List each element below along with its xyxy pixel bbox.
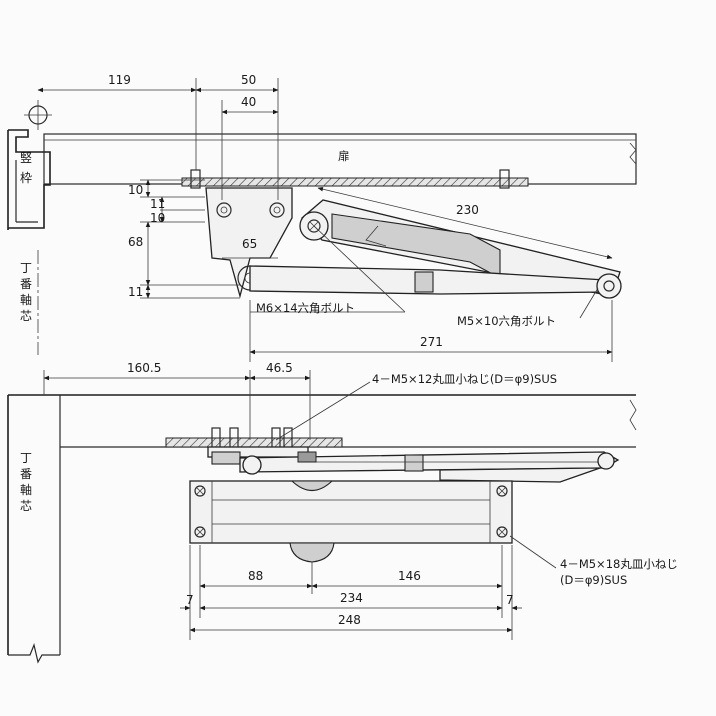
label-screw-bottom-1: 4－M5×18丸皿小ねじ xyxy=(560,557,678,571)
dim-65: 65 xyxy=(242,237,257,251)
label-hinge-axis-bottom-4: 芯 xyxy=(20,499,32,513)
label-hinge-axis-bottom-2: 番 xyxy=(20,467,32,481)
dim-146: 146 xyxy=(398,569,421,583)
label-screw-top: 4－M5×12丸皿小ねじ(D＝φ9)SUS xyxy=(372,372,557,386)
m5-leader xyxy=(579,287,599,319)
dim-11a: 11 xyxy=(150,197,165,211)
label-hinge-axis-top-1: 丁 xyxy=(20,261,32,275)
screw-top-leader xyxy=(275,381,371,441)
label-door: 扉 xyxy=(338,149,350,163)
dim-160-5: 160.5 xyxy=(127,361,161,375)
dim-7a: 7 xyxy=(186,593,194,607)
pinion-cap-bottom xyxy=(289,542,335,563)
mounting-plate xyxy=(181,177,529,187)
bottom-view xyxy=(7,381,637,664)
dim-10: 10 xyxy=(128,183,143,197)
dim-230: 230 xyxy=(456,203,479,217)
dim-248: 248 xyxy=(338,613,361,627)
dim-10b: 10 xyxy=(150,211,165,225)
label-m5-bolt: M5×10六角ボルト xyxy=(457,314,556,328)
dim-119: 119 xyxy=(108,73,131,87)
dim-7b: 7 xyxy=(506,593,514,607)
frame-inner xyxy=(15,160,38,223)
screw-bottom-leader xyxy=(509,535,557,569)
dim-11b: 11 xyxy=(128,285,143,299)
label-hinge-axis-top-3: 軸 xyxy=(20,293,32,307)
label-frame-bottom: 枠 xyxy=(20,171,32,185)
dim-88: 88 xyxy=(248,569,263,583)
pinion-cap-top xyxy=(290,480,334,492)
label-hinge-axis-bottom-1: 丁 xyxy=(20,451,32,465)
dim-40: 40 xyxy=(241,95,256,109)
m5-bolt-head xyxy=(596,273,622,299)
label-frame-top: 竪 xyxy=(20,151,32,165)
label-hinge-axis-top-4: 芯 xyxy=(20,309,32,323)
body-screws xyxy=(194,485,508,538)
text-labels: 119 50 40 10 11 10 68 65 11 230 271 160.… xyxy=(20,73,678,627)
arm-adjust-nut xyxy=(414,271,434,293)
top-dimensions xyxy=(37,78,613,362)
dim-46-5: 46.5 xyxy=(266,361,293,375)
label-hinge-axis-top-2: 番 xyxy=(20,277,32,291)
frame-break xyxy=(8,643,60,664)
dim-50: 50 xyxy=(241,73,256,87)
hinge-axis-symbol xyxy=(24,100,52,130)
label-hinge-axis-bottom-3: 軸 xyxy=(20,483,32,497)
closer-body xyxy=(189,480,513,544)
bottom-dimensions xyxy=(43,370,522,640)
dim-271: 271 xyxy=(420,335,443,349)
label-m6-bolt: M6×14六角ボルト xyxy=(256,301,355,315)
dim-68: 68 xyxy=(128,235,143,249)
door-break-mark xyxy=(629,142,637,165)
bottom-secondary-arm xyxy=(439,467,601,483)
bracket-bolts xyxy=(216,202,285,218)
dim-234: 234 xyxy=(340,591,363,605)
bottom-mounting-plate xyxy=(165,437,343,448)
frame-profile xyxy=(7,129,51,230)
label-screw-bottom-2: (D＝φ9)SUS xyxy=(560,573,627,587)
